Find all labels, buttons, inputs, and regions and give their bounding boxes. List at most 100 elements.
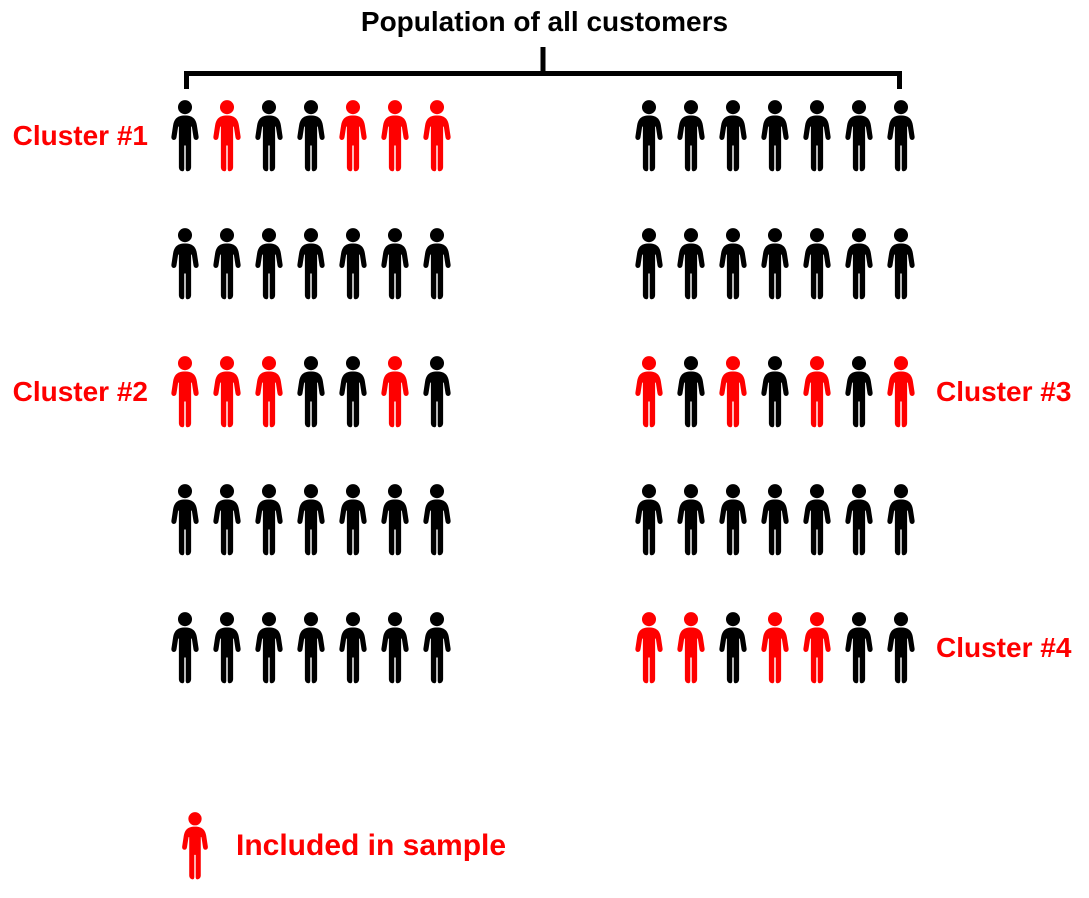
cluster-row: Cluster #2 Cluster #3 xyxy=(0,356,1089,428)
person-group-left xyxy=(164,228,458,300)
person-icon xyxy=(332,228,374,300)
legend-label: Included in sample xyxy=(236,829,507,862)
person-group-left xyxy=(164,484,458,556)
person-icon xyxy=(416,612,458,684)
included-person-icon xyxy=(164,356,206,428)
included-person-icon xyxy=(670,612,712,684)
person-icon xyxy=(628,484,670,556)
person-icon xyxy=(880,484,922,556)
person-icon xyxy=(164,100,206,172)
included-person-icon xyxy=(374,100,416,172)
person-icon xyxy=(374,484,416,556)
person-icon xyxy=(670,356,712,428)
cluster-label-right xyxy=(936,228,1086,300)
included-person-icon xyxy=(796,356,838,428)
person-group-right xyxy=(628,228,922,300)
included-person-icon xyxy=(754,612,796,684)
included-person-icon xyxy=(880,356,922,428)
person-icon xyxy=(374,612,416,684)
person-icon xyxy=(838,612,880,684)
person-icon xyxy=(628,228,670,300)
included-person-icon xyxy=(796,612,838,684)
cluster-label-right: Cluster #3 xyxy=(936,376,1072,407)
cluster-row xyxy=(0,484,1089,556)
cluster-label-left xyxy=(0,612,148,684)
cluster-row xyxy=(0,228,1089,300)
included-person-icon xyxy=(712,356,754,428)
person-icon xyxy=(332,612,374,684)
person-icon xyxy=(712,612,754,684)
person-icon xyxy=(880,100,922,172)
person-icon xyxy=(164,484,206,556)
person-icon xyxy=(880,228,922,300)
included-person-icon xyxy=(374,356,416,428)
person-icon xyxy=(164,612,206,684)
person-icon xyxy=(248,612,290,684)
person-icon xyxy=(628,100,670,172)
person-icon xyxy=(416,356,458,428)
cluster-label-right xyxy=(936,484,1086,556)
person-icon xyxy=(712,228,754,300)
person-icon xyxy=(248,484,290,556)
cluster-label-right: Cluster #4 xyxy=(936,632,1072,663)
person-icon xyxy=(880,612,922,684)
included-person-icon xyxy=(206,100,248,172)
cluster-row: Cluster #1 xyxy=(0,100,1089,172)
person-group-left xyxy=(164,100,458,172)
included-person-icon xyxy=(332,100,374,172)
person-icon xyxy=(416,228,458,300)
included-person-icon xyxy=(248,356,290,428)
person-icon xyxy=(796,484,838,556)
person-icon xyxy=(206,612,248,684)
included-person-icon xyxy=(178,804,212,888)
included-person-icon xyxy=(206,356,248,428)
included-person-icon xyxy=(416,100,458,172)
included-person-icon xyxy=(628,356,670,428)
person-icon xyxy=(838,100,880,172)
person-icon xyxy=(838,356,880,428)
person-group-right xyxy=(628,612,922,684)
cluster-label-left: Cluster #1 xyxy=(12,120,148,151)
person-icon xyxy=(670,100,712,172)
person-icon xyxy=(206,484,248,556)
person-icon xyxy=(290,228,332,300)
person-icon xyxy=(712,100,754,172)
person-icon xyxy=(290,100,332,172)
person-icon xyxy=(206,228,248,300)
person-icon xyxy=(796,228,838,300)
person-icon xyxy=(754,356,796,428)
person-group-left xyxy=(164,356,458,428)
person-icon xyxy=(670,484,712,556)
person-icon xyxy=(332,484,374,556)
legend: Included in sample xyxy=(178,804,506,888)
diagram-title: Population of all customers xyxy=(360,6,729,37)
person-icon xyxy=(374,228,416,300)
cluster-label-left xyxy=(0,228,148,300)
person-icon xyxy=(164,228,206,300)
person-icon xyxy=(248,100,290,172)
person-icon xyxy=(796,100,838,172)
population-bracket xyxy=(184,47,902,89)
person-icon xyxy=(712,484,754,556)
person-icon xyxy=(754,484,796,556)
person-icon xyxy=(416,484,458,556)
person-icon xyxy=(290,484,332,556)
cluster-label-right xyxy=(936,100,1086,172)
person-group-right xyxy=(628,484,922,556)
cluster-label-left xyxy=(0,484,148,556)
person-icon xyxy=(754,228,796,300)
included-person-icon xyxy=(628,612,670,684)
person-icon xyxy=(838,228,880,300)
cluster-label-left: Cluster #2 xyxy=(12,376,148,407)
cluster-row: Cluster #4 xyxy=(0,612,1089,684)
person-group-right xyxy=(628,356,922,428)
person-icon xyxy=(290,612,332,684)
person-group-left xyxy=(164,612,458,684)
person-icon xyxy=(248,228,290,300)
person-icon xyxy=(754,100,796,172)
person-group-right xyxy=(628,100,922,172)
person-icon xyxy=(290,356,332,428)
person-icon xyxy=(332,356,374,428)
person-icon xyxy=(838,484,880,556)
